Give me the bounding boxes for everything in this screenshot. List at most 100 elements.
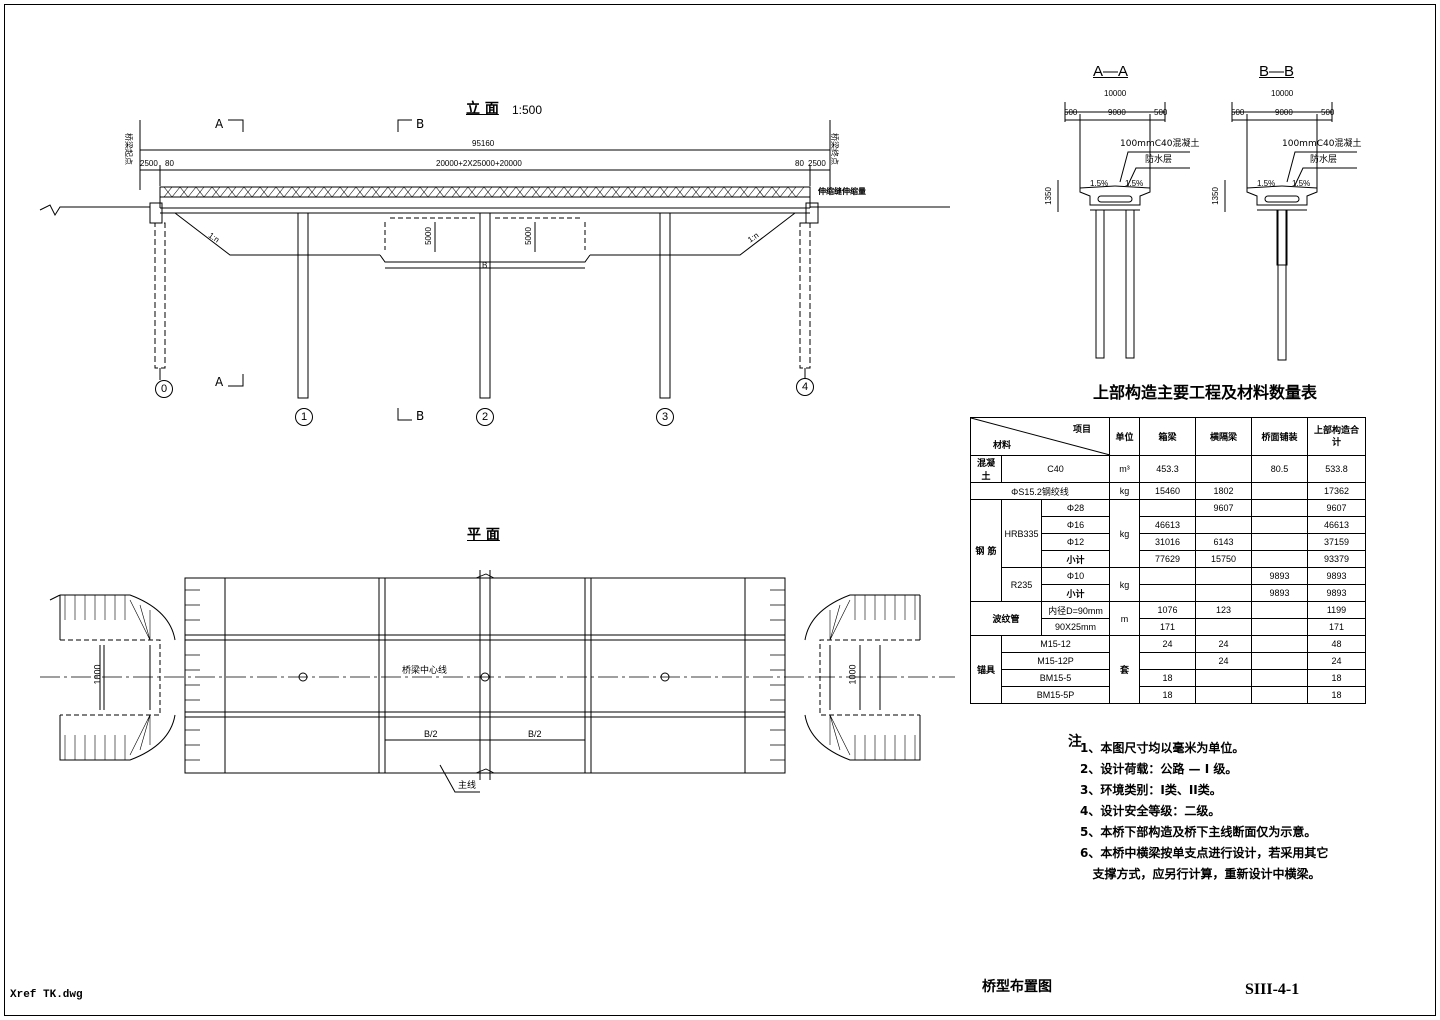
plan-half-width-right: B/2 xyxy=(528,729,542,739)
a1-v4: 48 xyxy=(1307,635,1366,653)
section-bb-slope-left: 1.5% xyxy=(1257,179,1276,188)
elevation-view xyxy=(39,119,950,421)
r235-label: R235 xyxy=(1001,567,1042,602)
a3-name: BM15-5 xyxy=(1001,669,1110,687)
section-bb-title: B—B xyxy=(1259,63,1295,80)
left-end-label: 桥梁起点 xyxy=(124,133,133,165)
a3-v4: 18 xyxy=(1307,669,1366,687)
d28-name: Φ28 xyxy=(1041,499,1110,517)
duct1-v2: 123 xyxy=(1195,601,1252,619)
concrete-v3: 80.5 xyxy=(1251,455,1308,483)
plan-centerline-label: 桥梁中心线 xyxy=(402,666,448,676)
table-header-unit: 单位 xyxy=(1109,417,1140,456)
a4-v3 xyxy=(1251,686,1308,704)
d28-v2: 9607 xyxy=(1195,499,1252,517)
pier-clearance-2: 5000 xyxy=(523,227,533,245)
d12-v3 xyxy=(1251,533,1308,551)
r235-subtotal-v3: 9893 xyxy=(1251,584,1308,602)
a4-v1: 18 xyxy=(1139,686,1196,704)
drawing-number: SIII-4-1 xyxy=(1245,981,1300,998)
note-item: 3、环境类别：I类、II类。 xyxy=(1080,783,1222,797)
hrb-subtotal-name: 小计 xyxy=(1041,550,1110,568)
a1-v1: 24 xyxy=(1139,635,1196,653)
duct1-name: 内径D=90mm xyxy=(1041,601,1110,619)
r235-subtotal-v4: 9893 xyxy=(1307,584,1366,602)
section-aa-middle: 9000 xyxy=(1108,108,1126,117)
drawing-frame xyxy=(4,4,1436,1016)
strand-v1: 15460 xyxy=(1139,482,1196,500)
drawing-title: 桥型布置图 xyxy=(982,979,1052,995)
section-mark-a-top: A xyxy=(215,117,224,131)
section-aa-title: A—A xyxy=(1093,63,1129,80)
section-aa-right: 500 xyxy=(1154,108,1168,117)
a4-v2 xyxy=(1195,686,1252,704)
note-item: 4、设计安全等级：二级。 xyxy=(1080,804,1221,818)
concrete-v4: 533.8 xyxy=(1307,455,1366,483)
section-aa-slope-right: 1.5% xyxy=(1125,179,1144,188)
d28-v3 xyxy=(1251,499,1308,517)
duct2-v2 xyxy=(1195,618,1252,636)
anchor-unit: 套 xyxy=(1109,635,1140,704)
section-aa-slope-left: 1.5% xyxy=(1090,179,1109,188)
duct1-v3 xyxy=(1251,601,1308,619)
concrete-group: 混凝土 xyxy=(970,455,1002,483)
r235-subtotal-v1 xyxy=(1139,584,1196,602)
concrete-v1: 453.3 xyxy=(1139,455,1196,483)
section-aa-layer1: 100mmC40混凝土 xyxy=(1120,139,1200,149)
note-item: 1、本图尺寸均以毫米为单位。 xyxy=(1080,741,1245,755)
duct1-v4: 1199 xyxy=(1307,601,1366,619)
steel-group: 钢 筋 xyxy=(970,499,1002,602)
section-aa-left: 500 xyxy=(1064,108,1078,117)
end-left-dim: 2500 xyxy=(140,159,158,168)
plan-view xyxy=(40,570,955,793)
section-bb-middle: 9000 xyxy=(1275,108,1293,117)
a4-v4: 18 xyxy=(1307,686,1366,704)
duct2-v4: 171 xyxy=(1307,618,1366,636)
section-mark-b-bottom: B xyxy=(416,409,425,423)
section-bb-total-width: 10000 xyxy=(1271,89,1294,98)
table-header-col1: 箱梁 xyxy=(1139,417,1196,456)
d10-v2 xyxy=(1195,567,1252,585)
table-header-material: 材料 xyxy=(993,440,1012,450)
section-bb-view xyxy=(1224,102,1357,361)
span-arrangement-dim: 20000+2X25000+20000 xyxy=(436,159,522,168)
notes-heading: 注 xyxy=(1068,734,1082,750)
table-header-col3: 桥面铺装 xyxy=(1251,417,1308,456)
duct2-v1: 171 xyxy=(1139,618,1196,636)
note-item: 支撑方式，应另行计算，重新设计中横梁。 xyxy=(1080,867,1321,881)
right-end-label: 桥梁终点 xyxy=(830,133,839,165)
bearing-label: 伸缩缝伸缩量 xyxy=(818,187,866,196)
plan-width-left: 1000 xyxy=(92,664,103,685)
notes-list: 1、本图尺寸均以毫米为单位。 2、设计荷载：公路 — I 级。 3、环境类别：I… xyxy=(1080,738,1328,885)
concrete-unit: m³ xyxy=(1109,455,1140,483)
section-bb-height: 1350 xyxy=(1210,187,1220,205)
d16-v3 xyxy=(1251,516,1308,534)
d10-v3: 9893 xyxy=(1251,567,1308,585)
axis-2-marker: 2 xyxy=(476,408,494,426)
pier-clearance-1: 5000 xyxy=(423,227,433,245)
section-bb-right: 500 xyxy=(1321,108,1335,117)
section-bb-left: 500 xyxy=(1231,108,1245,117)
hrb-label: HRB335 xyxy=(1001,499,1042,568)
plan-width-right: 1000 xyxy=(847,664,858,685)
duct2-v3 xyxy=(1251,618,1308,636)
elevation-title: 立 面 xyxy=(466,101,499,117)
section-aa-layer2: 防水层 xyxy=(1145,155,1173,165)
d28-v1 xyxy=(1139,499,1196,517)
r235-subtotal-name: 小计 xyxy=(1041,584,1110,602)
d16-v1: 46613 xyxy=(1139,516,1196,534)
d16-name: Φ16 xyxy=(1041,516,1110,534)
section-aa-total-width: 10000 xyxy=(1104,89,1127,98)
hrb-subtotal-v4: 93379 xyxy=(1307,550,1366,568)
strand-v3 xyxy=(1251,482,1308,500)
section-mark-b-top: B xyxy=(416,117,425,131)
note-item: 5、本桥下部构造及桥下主线断面仅为示意。 xyxy=(1080,825,1317,839)
xref-label: Xref TK.dwg xyxy=(10,989,83,1001)
table-header-col4: 上部构造合 计 xyxy=(1307,417,1366,456)
plan-title: 平 面 xyxy=(467,527,500,543)
a3-v2 xyxy=(1195,669,1252,687)
end-right-small-dim: 80 xyxy=(795,159,804,168)
note-item: 6、本桥中横梁按单支点进行设计，若采用其它 xyxy=(1080,846,1329,860)
a2-v2: 24 xyxy=(1195,652,1252,670)
section-mark-a-bottom: A xyxy=(215,375,224,389)
